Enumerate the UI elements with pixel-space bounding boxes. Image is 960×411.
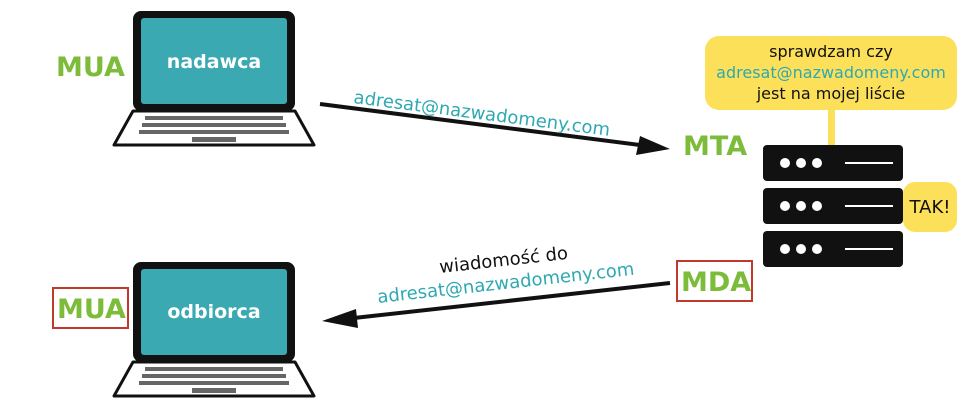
server-unit-2-led: [796, 201, 806, 211]
mda-label: MDA: [681, 267, 751, 298]
check-bubble-stem: [828, 108, 835, 148]
recipient-trackpad: [192, 388, 236, 393]
server-unit-1-led: [780, 158, 790, 168]
deliver-arrow-head: [322, 309, 358, 328]
send-arrow-line: [319, 102, 641, 147]
check-bubble-address: adresat@nazwadomeny.com: [716, 63, 946, 82]
deliver-arrow-line: [353, 281, 671, 320]
check-bubble-line-1: sprawdzam czy: [769, 42, 893, 61]
check-speech-bubble: sprawdzam czy adresat@nazwadomeny.com je…: [705, 36, 957, 148]
recipient-screen-label: odbiorca: [167, 301, 260, 323]
recipient-mua-label: MUA: [57, 294, 126, 325]
send-arrow: [319, 102, 670, 155]
server-unit-1-led: [812, 158, 822, 168]
server-stack: [763, 145, 903, 267]
recipient-screen: [141, 269, 287, 355]
answer-bubble-body: [903, 182, 957, 232]
server-unit-3-led: [796, 244, 806, 254]
sender-screen: [141, 18, 287, 104]
sender-key-row-2: [142, 123, 286, 127]
deliver-arrow: [322, 281, 671, 328]
server-unit-2: [763, 188, 903, 224]
server-unit-3: [763, 231, 903, 267]
server-unit-2-led: [812, 201, 822, 211]
sender-key-row-3: [139, 130, 289, 134]
sender-mua-label: MUA: [56, 52, 125, 83]
check-bubble-body: [705, 36, 957, 110]
recipient-key-row-2: [142, 374, 286, 378]
recipient-key-row-1: [145, 367, 283, 371]
server-unit-3-led: [812, 244, 822, 254]
server-unit-1-led: [796, 158, 806, 168]
sender-laptop: nadawca: [112, 11, 316, 147]
mda-highlight-box: [676, 260, 753, 302]
answer-speech-bubble: TAK!: [903, 182, 957, 232]
server-unit-2-led: [780, 201, 790, 211]
sender-screen-label: nadawca: [167, 51, 261, 73]
answer-bubble-text: TAK!: [909, 197, 951, 218]
sender-trackpad: [192, 137, 236, 142]
recipient-mua-highlight-box: [52, 287, 129, 329]
server-unit-1: [763, 145, 903, 181]
sender-key-row-1: [145, 116, 283, 120]
mta-label: MTA: [683, 131, 747, 162]
send-arrow-head: [636, 136, 670, 155]
recipient-laptop: odbiorca: [112, 262, 316, 398]
server-unit-3-led: [780, 244, 790, 254]
recipient-key-row-3: [139, 381, 289, 385]
check-bubble-line-3: jest na mojej liście: [756, 84, 906, 103]
